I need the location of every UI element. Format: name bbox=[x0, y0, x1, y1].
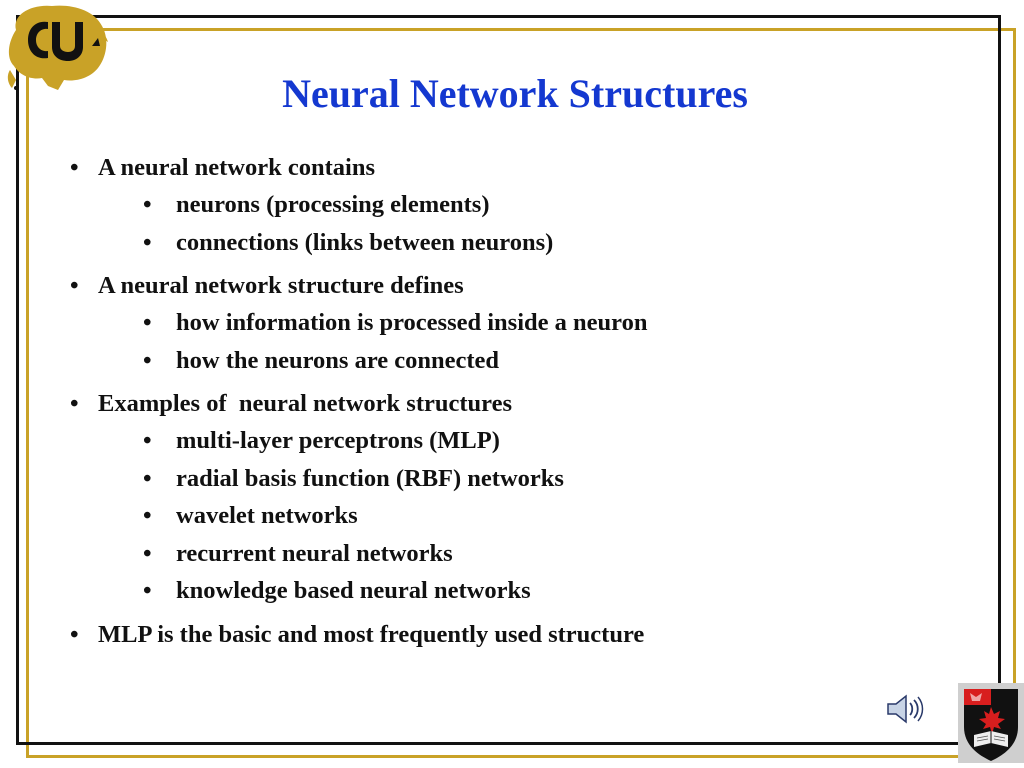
sub-bullet-text: multi-layer perceptrons (MLP) bbox=[176, 427, 500, 454]
bullet-dot: • bbox=[143, 309, 152, 336]
bullet-item: • Examples of neural network structures bbox=[70, 388, 970, 420]
bullet-dot: • bbox=[70, 390, 79, 417]
bullet-item: • A neural network structure defines bbox=[70, 270, 970, 302]
sub-bullet-text: how information is processed inside a ne… bbox=[176, 309, 648, 336]
sub-bullet-item: • radial basis function (RBF) networks bbox=[70, 460, 970, 498]
sub-bullet-text: recurrent neural networks bbox=[176, 539, 453, 567]
sub-bullet-text: how the neurons are connected bbox=[176, 346, 500, 374]
sub-bullet-item: • knowledge based neural networks bbox=[70, 572, 970, 610]
university-crest-logo bbox=[958, 683, 1024, 763]
bullet-dot: • bbox=[143, 539, 152, 567]
slide-title: Neural Network Structures bbox=[282, 71, 748, 116]
bullet-text: Examples of neural network structures bbox=[98, 390, 512, 417]
bullet-dot: • bbox=[143, 502, 152, 529]
speaker-icon[interactable] bbox=[884, 692, 924, 726]
bullet-dot: • bbox=[143, 464, 152, 492]
bullet-text: MLP is the basic and most frequently use… bbox=[98, 620, 645, 648]
bullet-dot: • bbox=[70, 272, 79, 299]
sub-bullet-item: • how information is processed inside a n… bbox=[70, 304, 970, 342]
sub-bullet-text: knowledge based neural networks bbox=[176, 577, 531, 604]
bullet-group: • A neural network structure defines • how… bbox=[70, 270, 970, 379]
bullet-dot: • bbox=[143, 228, 152, 256]
sub-bullet-item: • multi-layer perceptrons (MLP) bbox=[70, 422, 970, 460]
bullet-group: • MLP is the basic and most frequently us… bbox=[70, 619, 970, 651]
bullet-dot: • bbox=[70, 620, 79, 648]
sub-bullet-text: neurons (processing elements) bbox=[176, 191, 490, 218]
bullet-text: A neural network structure defines bbox=[98, 272, 464, 299]
sub-bullet-text: wavelet networks bbox=[176, 502, 358, 529]
sub-bullet-item: • connections (links between neurons) bbox=[70, 224, 970, 262]
bullet-dot: • bbox=[143, 191, 152, 218]
bullet-item: • A neural network contains bbox=[70, 152, 970, 184]
bullet-group: • A neural network contains • neurons (pro… bbox=[70, 152, 970, 261]
bullet-item: • MLP is the basic and most frequently us… bbox=[70, 619, 970, 651]
bullet-dot: • bbox=[143, 346, 152, 374]
bullet-text: A neural network contains bbox=[98, 154, 376, 181]
sub-bullet-item: • wavelet networks bbox=[70, 497, 970, 535]
sub-bullet-item: • how the neurons are connected bbox=[70, 342, 970, 380]
bullet-list: • A neural network contains • neurons (pro… bbox=[70, 152, 970, 660]
sub-bullet-item: • neurons (processing elements) bbox=[70, 186, 970, 224]
bullet-dot: • bbox=[143, 427, 152, 454]
sub-bullet-text: radial basis function (RBF) networks bbox=[176, 464, 564, 492]
bullet-dot: • bbox=[70, 154, 79, 181]
sub-bullet-text: connections (links between neurons) bbox=[176, 228, 554, 256]
frame-gold-border bbox=[26, 28, 1016, 758]
bullet-dot: • bbox=[143, 577, 152, 604]
frame-black-border bbox=[16, 15, 1001, 745]
sub-bullet-item: • recurrent neural networks bbox=[70, 535, 970, 573]
bullet-group: • Examples of neural network structures •… bbox=[70, 388, 970, 610]
cu-buffalo-logo bbox=[7, 5, 108, 91]
